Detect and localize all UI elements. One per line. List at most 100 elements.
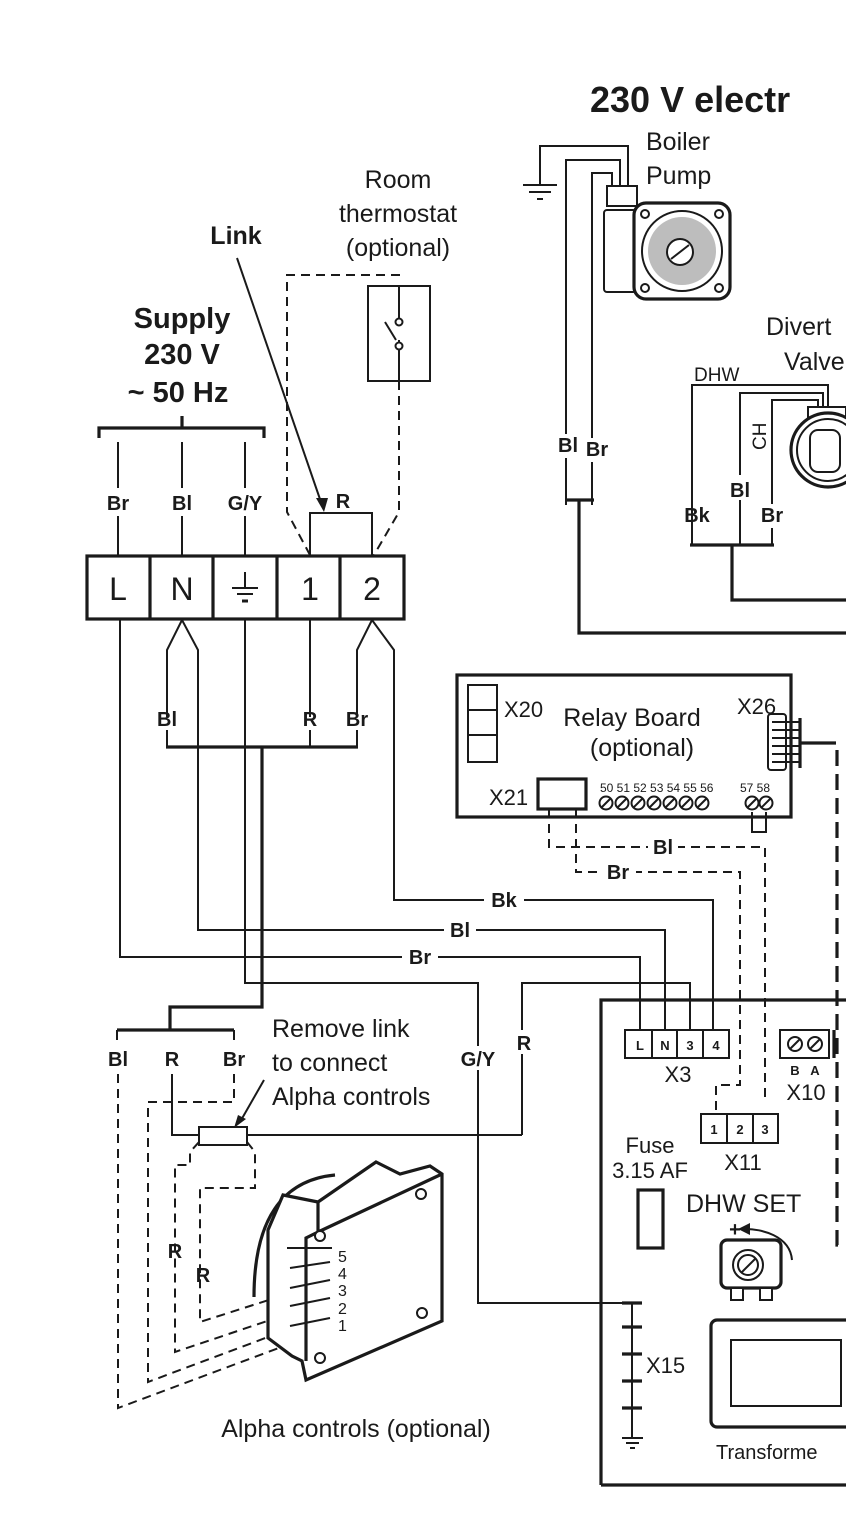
svg-text:230 V: 230 V [144,339,220,371]
svg-text:1: 1 [710,1122,717,1137]
terminal-earth-icon [232,572,258,603]
relay-terminal-numbers: 50 51 52 53 54 55 56 [600,781,714,795]
transformer-label: Transforme [716,1442,818,1464]
svg-text:Valve: Valve [784,348,845,376]
svg-text:thermostat: thermostat [339,200,457,228]
terminal-n: N [170,571,193,607]
alpha-pin-numbers: 5 4 3 2 1 [338,1249,347,1335]
svg-text:2: 2 [338,1301,347,1318]
harness-label-bl: Bl [450,920,470,942]
pump-plug [606,185,638,207]
supply-wires-bottom [117,516,246,555]
relay-x21-connector [536,777,588,811]
svg-text:Remove link: Remove link [272,1015,410,1043]
pump-cable [565,498,846,635]
terminal-l: L [109,571,127,607]
wire-label-br: Br [107,493,129,515]
dhw-set-plus: + [729,1219,741,1241]
relay-x26-connector [767,713,787,771]
x11-connector: 1 2 3 [700,1113,779,1144]
link-pointer [236,257,323,506]
diverter-wires [691,384,829,540]
x15-earth-strip [622,1301,643,1449]
thermostat-contact-bottom [394,341,404,351]
svg-text:G/Y: G/Y [461,1049,496,1071]
alpha-dashed-bl [117,1074,301,1410]
x11-label: X11 [724,1150,762,1175]
svg-text:B: B [790,1063,799,1078]
lower-label-br: Br [346,709,368,731]
relay-terminal-numbers-57-58: 57 58 [740,781,770,795]
svg-text:Br: Br [586,439,608,461]
dhw-set-label: DHW SET [686,1190,801,1218]
relay-57-58-link [751,812,767,833]
lower-label-bl: Bl [157,709,177,731]
pump-earth-icon [523,184,557,200]
relay-label-bl: Bl [653,837,673,859]
link-wire-label: R [336,491,351,513]
x3-connector: L N 3 4 [624,1029,730,1059]
wire-label-gy: G/Y [228,493,263,515]
svg-text:~ 50 Hz: ~ 50 Hz [128,377,229,409]
x10-connector: B A [779,1029,830,1078]
relay-board [455,673,793,819]
svg-text:3.15 AF: 3.15 AF [612,1158,688,1183]
wire-earth-to-x15 [244,619,632,1304]
x15-label: X15 [646,1353,685,1378]
alpha-dashed-r2 [199,1141,301,1324]
lower-label-r: R [303,709,318,731]
relay-label-br: Br [607,862,629,884]
room-thermostat-label: Room thermostat (optional) [339,166,457,262]
x10-label: X10 [786,1080,825,1105]
alpha-label-br: Br [223,1049,245,1071]
svg-text:Boiler: Boiler [646,128,710,156]
fuse-icon [636,1188,665,1250]
removable-link[interactable] [198,1126,248,1146]
diverter-label-br: Br [761,505,783,527]
svg-text:2: 2 [736,1122,743,1137]
port-label-dhw: DHW [694,365,739,386]
alpha-label-r: R [165,1049,180,1071]
diverter-valve-label: Divert Valve [766,313,845,376]
relay-board-optional: (optional) [590,734,694,762]
alpha-note-pointer [239,1079,265,1123]
relay-br-dashed-wire [575,809,741,1110]
svg-text:L: L [636,1038,644,1053]
svg-text:3: 3 [686,1038,693,1053]
svg-text:N: N [660,1038,669,1053]
common-bus [166,745,358,1030]
svg-text:Supply: Supply [134,303,231,335]
svg-text:R: R [517,1033,532,1055]
harness-label-br: Br [409,947,431,969]
wire-n-fork [166,619,666,1030]
svg-text:3: 3 [761,1122,768,1137]
alpha-dashed-br [147,1074,301,1384]
svg-text:4: 4 [338,1266,347,1283]
bus-drops [166,730,358,747]
dhw-set-knob[interactable] [719,1238,783,1301]
svg-text:to connect: to connect [272,1049,387,1077]
pump-earth-wire [539,145,629,188]
thermostat-dashed-wires [286,274,400,556]
relay-x20-label: X20 [504,697,543,722]
terminal-2: 2 [363,571,381,607]
main-board-outline [599,998,846,1487]
svg-text:(optional): (optional) [346,234,450,262]
alpha-r-wire [116,1030,522,1136]
svg-text:4: 4 [712,1038,720,1053]
alpha-dashed-label-r1: R [168,1241,183,1263]
alpha-label-bl: Bl [108,1049,128,1071]
port-label-ch: CH [750,423,771,450]
terminal-1: 1 [301,571,319,607]
diverter-cable [690,543,846,602]
alpha-dashed-label-r2: R [196,1265,211,1287]
link-arrowhead [316,498,328,512]
pump-terminal-box [603,209,637,293]
supply-wires-top [117,442,246,488]
fuse-label: Fuse 3.15 AF [612,1133,688,1183]
svg-text:3: 3 [338,1283,347,1300]
diverter-label-bl: Bl [730,480,750,502]
diagram-title: 230 V electr [590,79,790,120]
alpha-dashed-r1 [174,1141,301,1354]
